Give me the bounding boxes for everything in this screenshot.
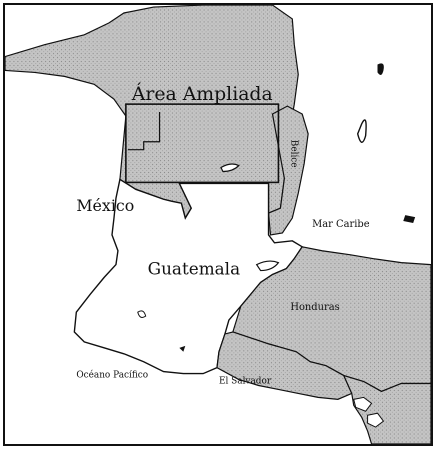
label-honduras: Honduras: [290, 302, 339, 313]
central-america-map: Área Ampliada México Guatemala Belice Ma…: [5, 5, 431, 444]
label-belize: Belice: [288, 140, 298, 168]
gulf-island: [367, 412, 385, 428]
gulf-island: [353, 396, 373, 412]
area-ampliada-rect: [125, 103, 280, 184]
label-guatemala: Guatemala: [148, 259, 240, 279]
caribbean-island: [403, 215, 416, 224]
label-mexico: México: [76, 196, 134, 215]
caribbean-island: [377, 63, 384, 75]
region-nicaragua: [342, 374, 431, 444]
lake-small: [137, 310, 147, 318]
label-mar-caribe: Mar Caribe: [312, 219, 370, 230]
lake-izabal: [255, 260, 280, 272]
region-guatemala: [73, 178, 304, 375]
lake-small: [179, 345, 186, 352]
region-el-salvador: [216, 331, 353, 400]
map-frame: Área Ampliada México Guatemala Belice Ma…: [3, 3, 433, 446]
label-oceano-pacifico: Océano Pacífico: [76, 370, 148, 381]
caribbean-island: [356, 119, 367, 143]
label-el-salvador: El Salvador: [219, 377, 272, 387]
label-area-ampliada: Área Ampliada: [131, 82, 273, 105]
lake-peten: [220, 163, 240, 173]
peten-border: [127, 112, 161, 151]
